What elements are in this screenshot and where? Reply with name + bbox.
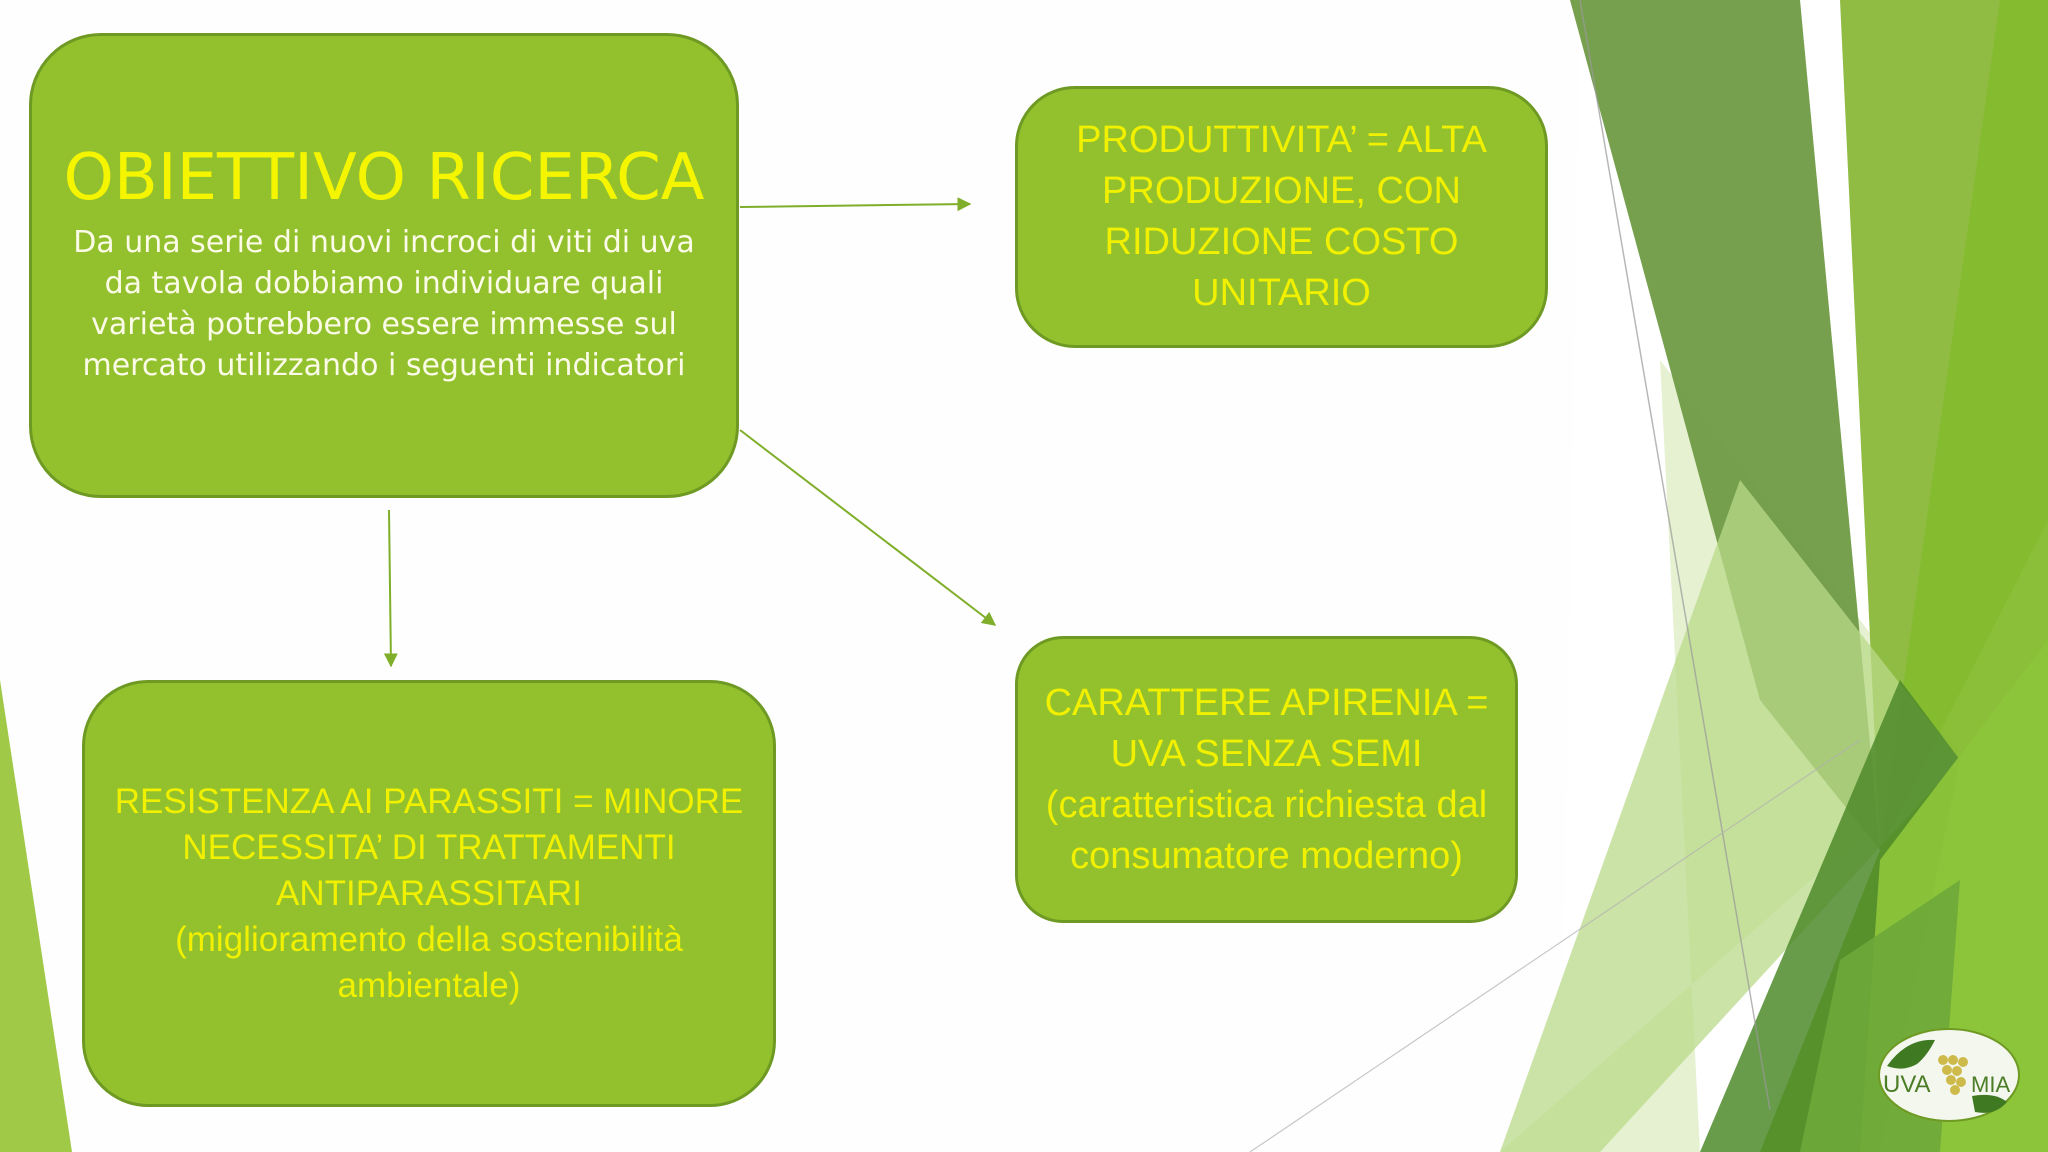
- uvamia-logo: UVA MIA: [1878, 1028, 2020, 1122]
- productivity-text: PRODUTTIVITA’ = ALTA PRODUZIONE, CON RID…: [1076, 119, 1487, 314]
- logo-text-right: MIA: [1971, 1072, 2010, 1097]
- seedless-text: CARATTERE APIRENIA = UVA SENZA SEMI: [1044, 681, 1489, 775]
- productivity-box: PRODUTTIVITA’ = ALTA PRODUZIONE, CON RID…: [1015, 86, 1548, 348]
- seedless-note: (caratteristica richiesta dal consumator…: [1045, 783, 1488, 877]
- decor-line-1: [1579, 0, 1771, 1111]
- research-objective-title: OBIETTIVO RICERCA: [63, 140, 705, 215]
- logo-text-left: UVA: [1883, 1071, 1931, 1098]
- research-objective-box: OBIETTIVO RICERCA Da una serie di nuovi …: [29, 33, 739, 498]
- research-objective-description: Da una serie di nuovi incroci di viti di…: [73, 225, 695, 384]
- resistance-text: RESISTENZA AI PARASSITI = MINORE NECESSI…: [114, 781, 744, 913]
- right-facet-lower-a: [1500, 480, 1960, 1152]
- left-green-strip: [0, 680, 72, 1152]
- seedless-box: CARATTERE APIRENIA = UVA SENZA SEMI (car…: [1015, 636, 1518, 923]
- decor-line-2: [1249, 739, 1861, 1152]
- resistance-note: (miglioramento della sostenibilità ambie…: [175, 919, 683, 1005]
- resistance-box: RESISTENZA AI PARASSITI = MINORE NECESSI…: [82, 680, 776, 1107]
